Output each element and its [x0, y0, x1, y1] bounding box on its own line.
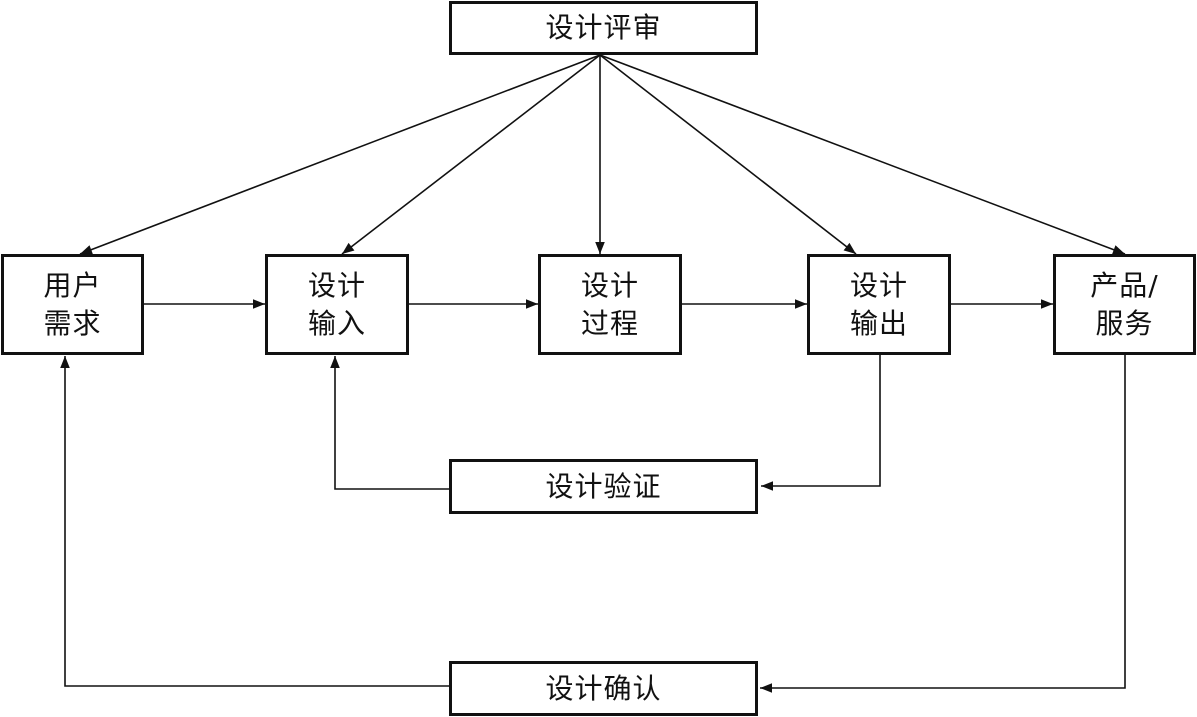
product-service-label-line-2: 服务	[1095, 306, 1154, 340]
design-process-label-line-2: 过程	[580, 306, 639, 340]
design-input-label-line-2: 输入	[307, 306, 366, 340]
design-input-box: 设计 输入	[265, 254, 409, 355]
design-verification-label: 设计验证	[545, 469, 662, 503]
arrow-review-to-product-service	[599, 54, 1126, 255]
design-process-label-line-1: 设计	[580, 268, 639, 302]
arrow-review-to-user-requirements	[79, 54, 601, 255]
design-output-label-line-2: 输出	[849, 306, 908, 340]
design-process-box: 设计 过程	[538, 254, 682, 355]
arrow-review-to-design-output	[599, 54, 857, 255]
user-requirements-box: 用户 需求	[1, 254, 144, 355]
product-service-box: 产品/ 服务	[1053, 254, 1196, 355]
arrow-verification-to-design-input	[330, 356, 449, 490]
arrow-design-output-to-verification	[761, 355, 881, 491]
design-review-label: 设计评审	[545, 11, 662, 44]
design-output-box: 设计 输出	[807, 254, 951, 355]
user-requirements-label-line-2: 需求	[43, 306, 102, 340]
design-input-label-line-1: 设计	[307, 268, 366, 302]
design-review-box: 设计评审	[449, 1, 758, 55]
design-verification-box: 设计验证	[449, 459, 758, 514]
user-requirements-label-line-1: 用户	[43, 268, 102, 302]
arrow-product-service-to-validation	[760, 355, 1126, 693]
arrow-validation-to-user-requirements	[60, 356, 449, 687]
design-validation-label: 设计确认	[545, 671, 662, 705]
arrow-review-to-design-input	[341, 54, 601, 255]
product-service-label-line-1: 产品/	[1090, 268, 1159, 302]
design-validation-box: 设计确认	[449, 661, 758, 716]
design-output-label-line-1: 设计	[849, 268, 908, 302]
